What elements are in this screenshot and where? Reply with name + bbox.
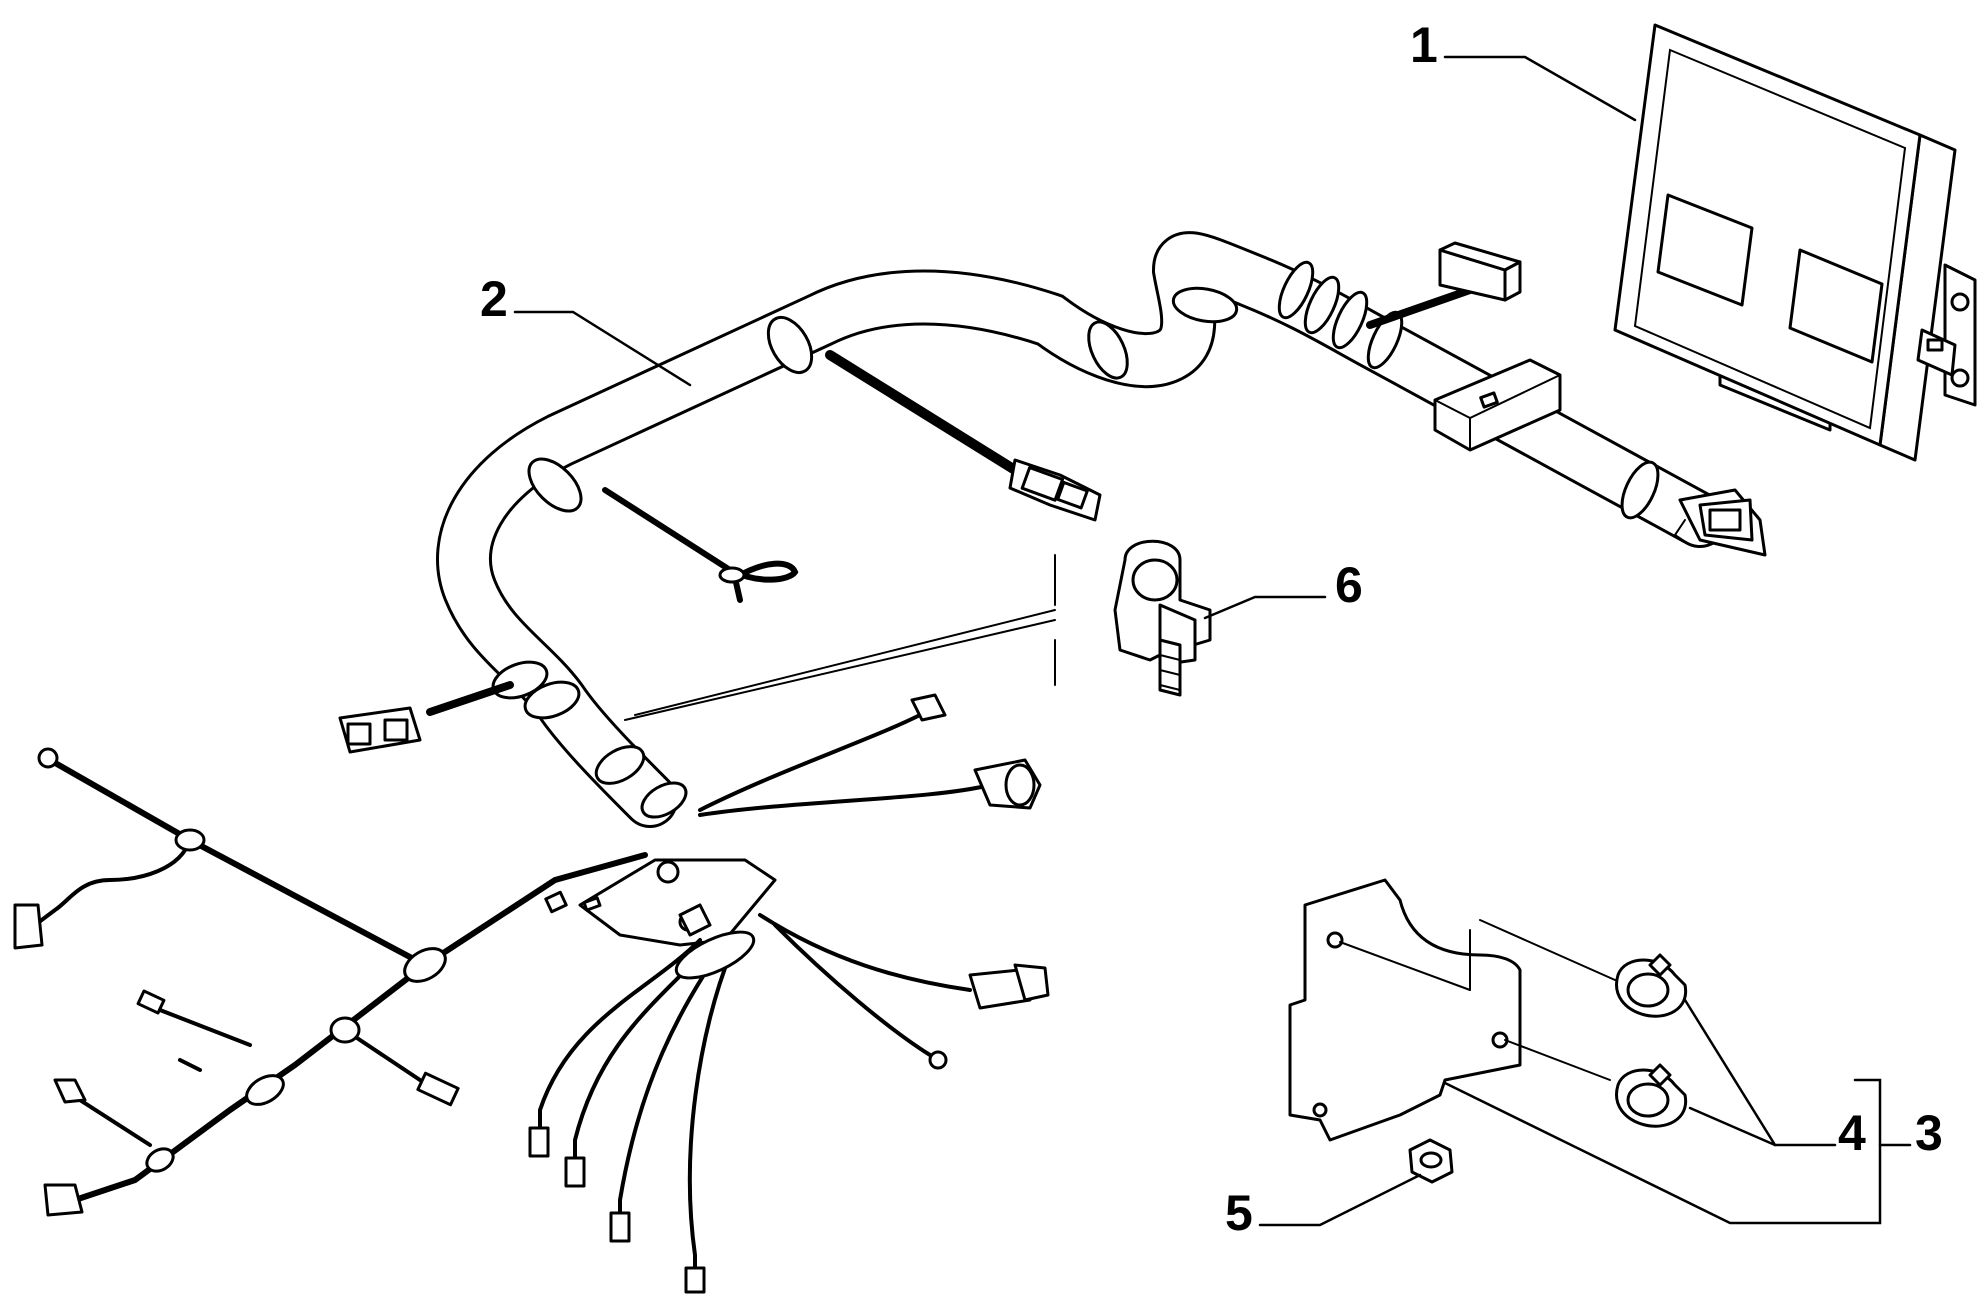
callout-labels: 1 2 3 4 5 6 xyxy=(480,17,1943,1241)
branch-right-lower-connector xyxy=(758,913,1050,1070)
harness-sleeve-bands xyxy=(491,260,1660,819)
leader-1 xyxy=(1443,55,1637,122)
clip-upper xyxy=(1615,953,1688,1018)
branch-left-sub-harness xyxy=(13,747,648,1217)
leader-5 xyxy=(1258,1173,1422,1227)
branch-lower-wire-bundle xyxy=(528,930,756,1294)
bracket-clips xyxy=(1615,953,1688,1128)
clip-lower xyxy=(1615,1063,1688,1128)
callout-5: 5 xyxy=(1225,1185,1253,1241)
harness-clip-block xyxy=(1433,358,1562,452)
part6-reference-lines xyxy=(624,554,1056,721)
branch-left-connector xyxy=(338,681,514,754)
callout-3: 3 xyxy=(1915,1105,1943,1161)
leader-3-bracket xyxy=(1443,1078,1882,1225)
leader-lines xyxy=(513,55,1912,1227)
callout-6: 6 xyxy=(1335,557,1363,613)
hex-nut xyxy=(1408,1138,1454,1184)
callout-2: 2 xyxy=(480,271,508,327)
branch-ground-loop xyxy=(602,487,799,603)
bracket-reference-lines xyxy=(1339,919,1616,1081)
callout-4: 4 xyxy=(1838,1105,1866,1161)
wiring-harness xyxy=(13,231,1767,1294)
ecu-control-unit xyxy=(1613,23,1977,462)
mounting-bracket xyxy=(1288,878,1522,1142)
branch-mid-connector xyxy=(825,350,1102,522)
callout-1: 1 xyxy=(1410,17,1438,73)
leader-2 xyxy=(513,310,692,387)
harness-clip xyxy=(1113,539,1212,697)
harness-mount-plate xyxy=(578,858,777,947)
leader-4b xyxy=(1688,1106,1777,1147)
leader-4a xyxy=(1683,998,1837,1147)
leader-6 xyxy=(1203,595,1327,620)
branch-top-connector xyxy=(1366,241,1522,329)
branch-sensor-connectors xyxy=(698,693,1042,817)
branch-right-connector xyxy=(1673,488,1767,557)
